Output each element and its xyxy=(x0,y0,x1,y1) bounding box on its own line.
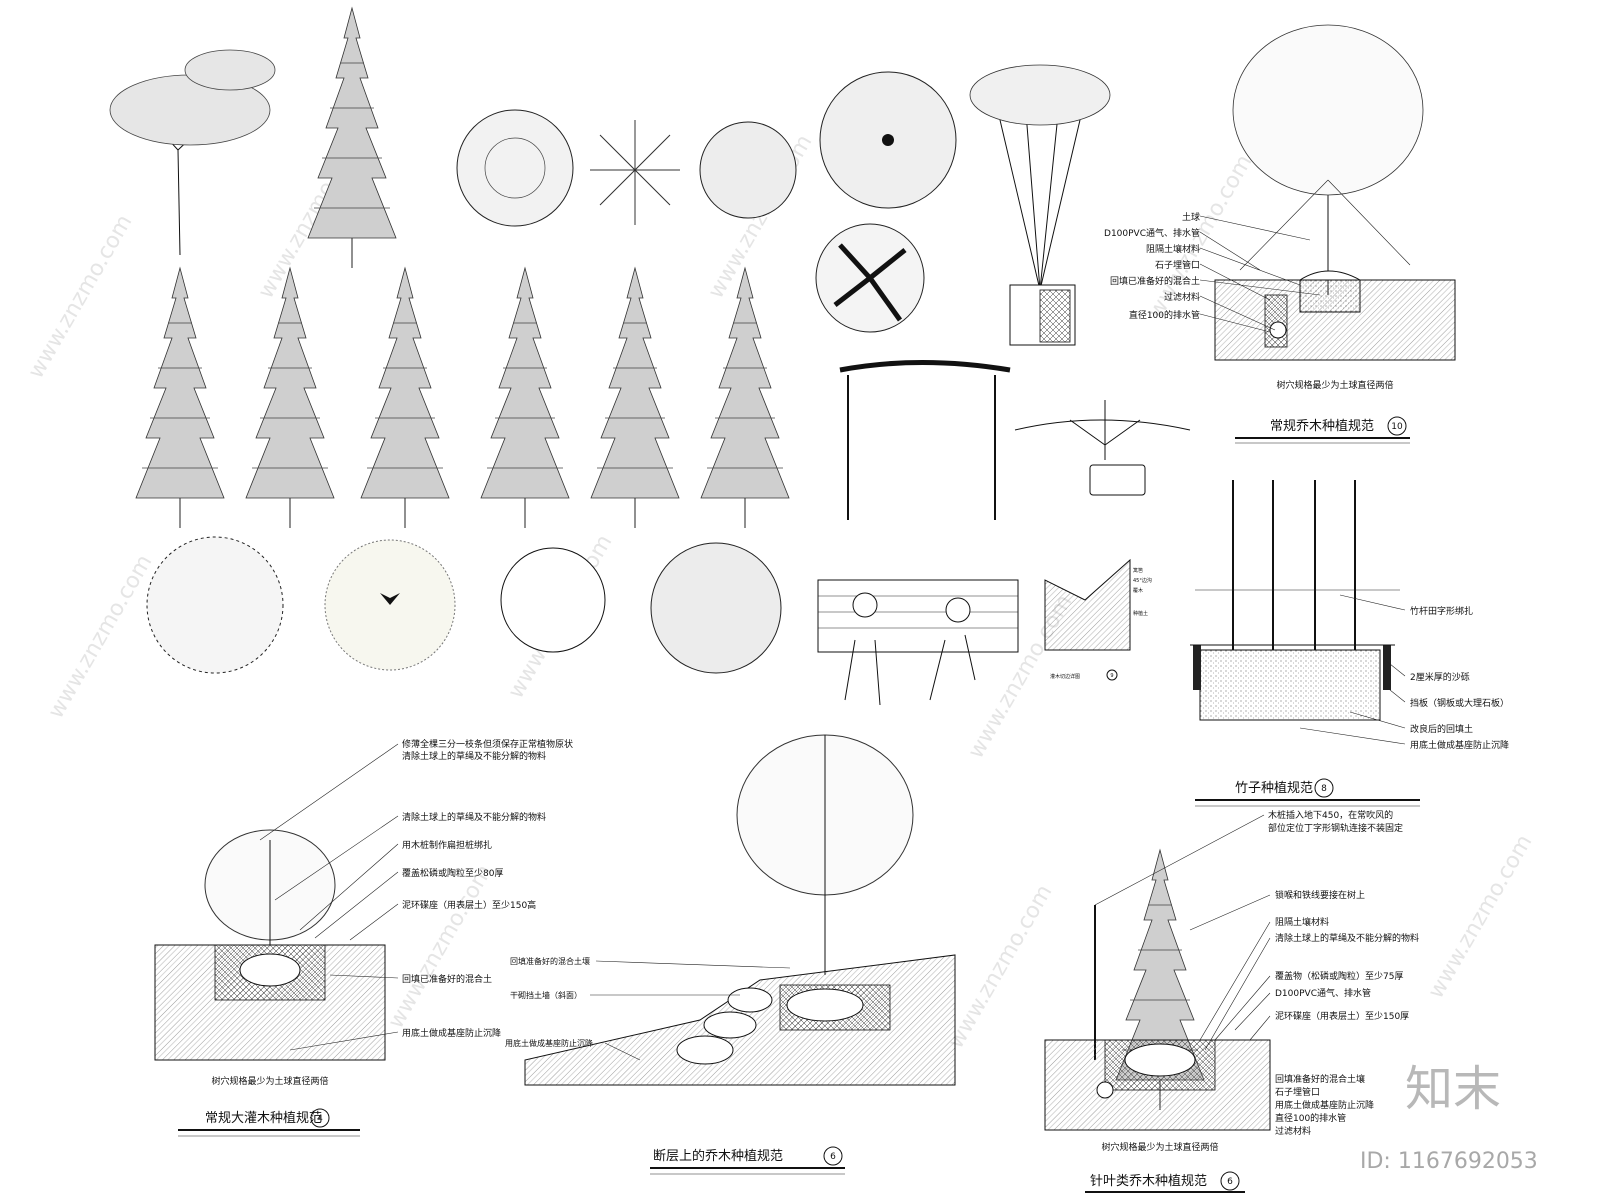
label: 清除土球上的草绳及不能分解的物料 xyxy=(402,750,546,762)
section-title: 灌木切边详图 xyxy=(1050,673,1080,680)
potted-plant-elevation xyxy=(969,64,1111,346)
section-number-circle xyxy=(1220,1171,1240,1191)
tree-elevation-1 xyxy=(109,49,276,256)
label: 用木桩制作扁担桩绑扎 xyxy=(402,839,492,851)
section-number-circle xyxy=(823,1146,843,1166)
label: D100PVC通气、排水管 xyxy=(1104,227,1200,239)
watermark-text: www.znzmo.com xyxy=(24,211,138,383)
section-4-detail: 修薄全棵三分一枝条但须保存正常植物原状 清除土球上的草绳及不能分解的物料 清除土… xyxy=(154,738,573,1137)
label: 过滤材料 xyxy=(1164,291,1200,303)
label: 篱笆 xyxy=(1133,567,1143,574)
watermark-text: www.znzmo.com xyxy=(384,861,498,1033)
fir-tree-row xyxy=(135,267,790,529)
label: 清除土球上的草绳及不能分解的物料 xyxy=(1275,932,1419,944)
label: 回填已准备好的混合土 xyxy=(1110,275,1200,287)
label: 用底土做成基座防止沉降 xyxy=(402,1027,501,1039)
label: D100PVC通气、排水管 xyxy=(1275,987,1371,999)
label: 回填已准备好的混合土 xyxy=(402,973,492,985)
label: 直径100的排水管 xyxy=(1129,309,1200,321)
label: 泥环碟座（用表层土）至少150高 xyxy=(402,899,536,911)
label: 木桩插入地下450，在常吹风的 xyxy=(1268,809,1393,821)
label: 挡板（钢板或大理石板） xyxy=(1410,697,1509,709)
label: 种植土 xyxy=(1133,610,1148,617)
section-6b-detail: 木桩插入地下450，在常吹风的 部位定位丁字形钢轨连接不装固定 锁喉和铁线要接在… xyxy=(1044,809,1419,1193)
plan-symbols-middle xyxy=(146,536,782,674)
label: 2厘米厚的沙砾 xyxy=(1410,671,1470,683)
watermark-text: www.znzmo.com xyxy=(944,881,1058,1053)
label: 修薄全棵三分一枝条但须保存正常植物原状 xyxy=(402,738,573,750)
section-number: 8 xyxy=(1321,784,1327,794)
label: 石子埋管口 xyxy=(1155,259,1200,271)
label: 过滤材料 xyxy=(1275,1125,1311,1137)
section-8-detail: 竹杆田字形绑扎 2厘米厚的沙砾 挡板（钢板或大理石板） 改良后的回填土 用底土做… xyxy=(1190,480,1509,807)
plan-symbols-top xyxy=(456,71,957,333)
label: 回填准备好的混合土壤 xyxy=(1275,1073,1365,1085)
section-number-circle xyxy=(1106,669,1118,681)
label: 竹杆田字形绑扎 xyxy=(1410,605,1473,617)
section-title: 针叶类乔木种植规范 xyxy=(1090,1174,1207,1189)
label: 用底土做成基座防止沉降 xyxy=(1275,1099,1374,1111)
label: 泥环碟座（用表层土）至少150厚 xyxy=(1275,1010,1409,1022)
section-number-circle xyxy=(1314,778,1334,798)
section-title: 常规乔木种植规范 xyxy=(1270,419,1374,434)
label: 部位定位丁字形钢轨连接不装固定 xyxy=(1268,822,1403,834)
label: 阻隔土壤材料 xyxy=(1146,243,1200,255)
label: 直径100的排水管 xyxy=(1275,1112,1346,1124)
section-number: 6 xyxy=(830,1152,836,1162)
section-note: 树穴规格最少为土球直径两倍 xyxy=(1101,1141,1218,1153)
fir-tree-elevation xyxy=(307,7,397,269)
label: 土球 xyxy=(1182,211,1200,223)
section-10-labels: 土球 D100PVC通气、排水管 阻隔土壤材料 石子埋管口 回填已准备好的混合土… xyxy=(1104,211,1321,333)
section-number: 4 xyxy=(317,1114,323,1124)
label: 回填准备好的混合土壤 xyxy=(510,956,590,966)
image-id: ID: 1167692053 xyxy=(1360,1149,1538,1174)
section-number: 10 xyxy=(1391,422,1403,432)
section-title: 常规大灌木种植规范 xyxy=(205,1111,322,1126)
pergola-elevation xyxy=(839,360,1011,520)
planter-elevation xyxy=(1014,400,1191,496)
section-number-circle xyxy=(1387,416,1407,436)
section-note: 树穴规格最少为土球直径两倍 xyxy=(211,1075,328,1087)
watermark-text: www.znzmo.com xyxy=(1424,831,1538,1003)
label: 干砌挡土墙（斜面） xyxy=(510,990,582,1000)
label: 阻隔土壤材料 xyxy=(1275,916,1329,928)
label: 覆木 xyxy=(1133,587,1143,594)
section-6b-labels: 木桩插入地下450，在常吹风的 部位定位丁字形钢轨连接不装固定 锁喉和铁线要接在… xyxy=(1094,809,1419,1137)
section-10-detail: 土球 D100PVC通气、排水管 阻隔土壤材料 石子埋管口 回填已准备好的混合土… xyxy=(1104,24,1456,444)
section-title: 竹子种植规范 xyxy=(1235,781,1313,796)
watermark-text: www.znzmo.com xyxy=(44,551,158,723)
label: 石子埋管口 xyxy=(1275,1086,1320,1098)
section-note: 树穴规格最少为土球直径两倍 xyxy=(1276,379,1393,391)
label: 用底土做成基座防止沉降 xyxy=(505,1038,593,1048)
label: 用底土做成基座防止沉降 xyxy=(1410,739,1509,751)
label: 锁喉和铁线要接在树上 xyxy=(1275,889,1365,901)
label: 改良后的回填土 xyxy=(1410,723,1473,735)
section-title: 断层上的乔木种植规范 xyxy=(653,1148,783,1164)
section-number: 9 xyxy=(1110,673,1113,679)
section-4-labels: 修薄全棵三分一枝条但须保存正常植物原状 清除土球上的草绳及不能分解的物料 清除土… xyxy=(259,738,573,1051)
section-6a-detail: 回填准备好的混合土壤 干砌挡土墙（斜面） 用底土做成基座防止沉降 断层上的乔木种… xyxy=(505,734,956,1175)
bench-people-plan xyxy=(817,579,1019,706)
label: 清除土球上的草绳及不能分解的物料 xyxy=(402,811,546,823)
label: 覆盖物（松磷或陶粒）至少75厚 xyxy=(1275,970,1403,982)
section-6a-labels: 回填准备好的混合土壤 干砌挡土墙（斜面） 用底土做成基座防止沉降 xyxy=(505,956,791,1061)
label: 45°边沟 xyxy=(1133,577,1152,584)
brand-logo: 知末 xyxy=(1405,1061,1501,1117)
section-9-detail: 篱笆 45°边沟 覆木 种植土 灌木切边详图 9 xyxy=(1044,558,1152,681)
section-number: 6 xyxy=(1227,1177,1233,1187)
label: 覆盖松磷或陶粒至少80厚 xyxy=(402,867,503,879)
section-8-labels: 竹杆田字形绑扎 2厘米厚的沙砾 挡板（钢板或大理石板） 改良后的回填土 用底土做… xyxy=(1299,594,1509,751)
section-number-circle xyxy=(310,1108,330,1128)
